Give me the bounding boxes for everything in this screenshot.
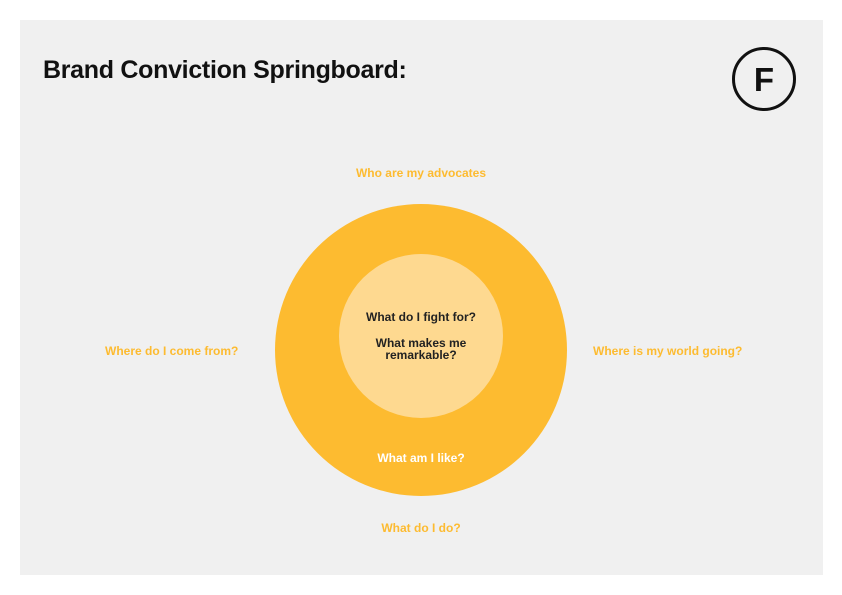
label-remarkable: What makes me remarkable? (375, 336, 467, 362)
logo-letter: F (753, 60, 775, 98)
label-fight-for: What do I fight for? (366, 310, 476, 324)
label-world-going: Where is my world going? (593, 344, 743, 358)
brand-logo-icon: F (732, 47, 796, 111)
label-what-am-i-like: What am I like? (377, 451, 465, 465)
diagram-canvas: Brand Conviction Springboard: F Who are … (20, 20, 823, 575)
label-advocates: Who are my advocates (355, 166, 487, 180)
label-come-from: Where do I come from? (105, 344, 239, 358)
page-title: Brand Conviction Springboard: (43, 56, 407, 84)
label-what-do-i-do: What do I do? (381, 521, 461, 535)
inner-circle (339, 254, 503, 418)
